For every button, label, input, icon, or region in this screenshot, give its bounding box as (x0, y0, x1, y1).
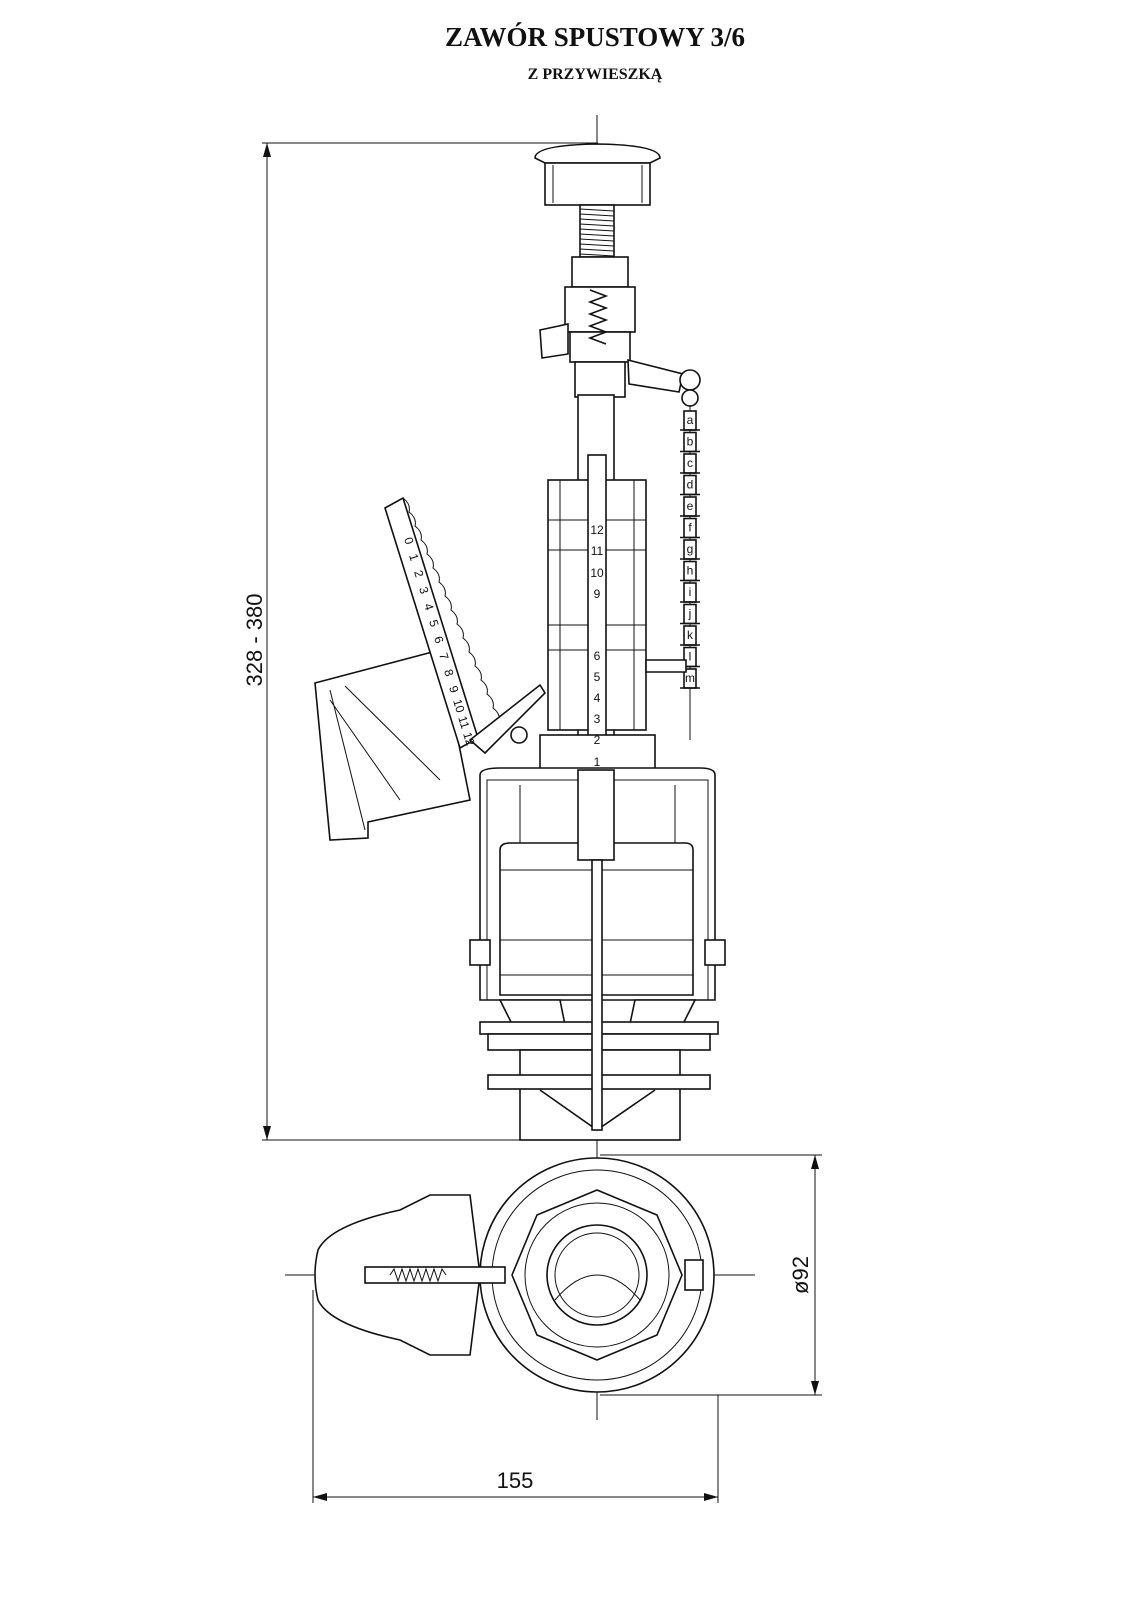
stem-scale-label: 6 (594, 649, 601, 663)
float-scale-label: 0 (401, 536, 416, 547)
chain-label: f (688, 521, 692, 535)
stem-tube (547, 394, 647, 776)
float-scale-label: 5 (426, 618, 441, 629)
chain-label: c (687, 456, 693, 470)
stem-scale-label: 2 (594, 733, 601, 747)
stem-scale-label: 9 (594, 587, 601, 601)
drawing-subtitle: Z PRZYWIESZKĄ (527, 66, 663, 83)
stem-scale-label: 1 (594, 755, 601, 769)
valve-head (539, 256, 701, 407)
chain-label: l (689, 650, 692, 664)
chain-bracket (645, 659, 687, 673)
float-scale-label: 9 (446, 684, 461, 695)
stem-scale-label: 12 (590, 523, 604, 537)
float-scale-label: 10 (450, 697, 467, 714)
float-scale-label: 1 (406, 552, 421, 563)
chain-label: a (687, 413, 694, 427)
chain-label: k (687, 628, 694, 642)
float-scale-label: 8 (441, 668, 456, 679)
float-scale-label: 2 (411, 569, 426, 580)
height-dimension-label: 328 - 380 (242, 594, 267, 687)
chain-label: e (687, 499, 694, 513)
float-scale-label: 6 (431, 635, 446, 646)
diameter-dimension-label: ø92 (788, 1256, 813, 1294)
stem-scale-label: 4 (594, 691, 601, 705)
stem-scale-label: 11 (591, 544, 604, 558)
chain-label: b (687, 435, 694, 449)
chain-label: m (685, 671, 695, 685)
outlet-flange (479, 859, 719, 1141)
chain-label: h (687, 564, 694, 578)
diameter-dimension: ø92 (600, 1154, 822, 1396)
float-scale-label: 3 (416, 585, 431, 596)
float-paddle (314, 496, 547, 841)
width-dimension: 155 (312, 1290, 719, 1503)
float-scale-label: 7 (436, 651, 451, 662)
stem-scale-label: 3 (594, 712, 601, 726)
float-scale-label: 4 (421, 602, 436, 613)
chain-label: d (687, 478, 694, 492)
top-view (285, 1140, 755, 1420)
chain-label: j (688, 607, 692, 621)
push-button (534, 143, 661, 258)
float-scale-label: 11 (455, 714, 472, 730)
chain-label: g (687, 542, 694, 556)
height-dimension: 328 - 380 (242, 142, 598, 1141)
stem-scale-label: 5 (594, 670, 601, 684)
width-dimension-label: 155 (497, 1468, 534, 1493)
stem-scale-label: 10 (590, 566, 604, 580)
drawing-title: ZAWÓR SPUSTOWY 3/6 (444, 22, 746, 52)
float-scale-label: 12 (460, 730, 477, 747)
chain-label: i (689, 585, 692, 599)
